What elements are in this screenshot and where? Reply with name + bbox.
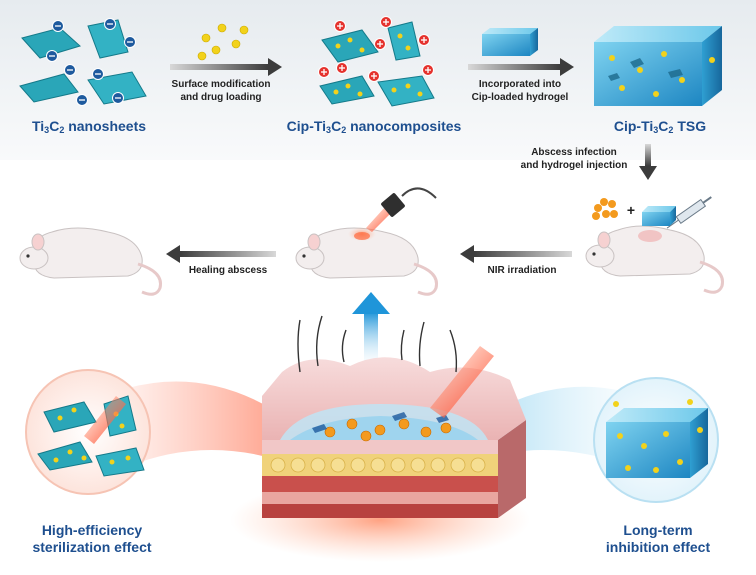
- label-long-term-inhibition: Long-term inhibition effect: [605, 522, 711, 555]
- cip-ti3c2-tsg-hydrogel-illustration: [594, 26, 722, 106]
- left-zoom-circle: [25, 369, 151, 495]
- label-ti3c2-nanosheets: Ti3C2 nanosheets: [31, 118, 147, 135]
- ti3c2-nanosheets-illustration: [19, 18, 147, 106]
- arrow-step-1: [170, 58, 282, 76]
- right-zoom-circle: [593, 377, 719, 503]
- laser-beam: [430, 346, 494, 418]
- skin-tissue-block: [262, 315, 526, 518]
- label-step-nir-irradiation: NIR irradiation: [487, 265, 557, 276]
- arrow-step-5: [166, 245, 276, 263]
- upward-arrow: [352, 292, 390, 362]
- label-step-incorporated: Incorporated into Cip-loaded hydrogel: [471, 79, 569, 103]
- arrow-step-4: [460, 245, 572, 263]
- mouse-healed: [19, 227, 163, 296]
- label-step-surface-modification: Surface modification and drug loading: [171, 79, 271, 103]
- mouse-abscess-injection: [585, 196, 725, 294]
- label-cip-ti3c2-tsg: Cip-Ti3C2 TSG: [613, 118, 707, 135]
- arrow-step-2: [468, 58, 574, 76]
- plus-sign: +: [626, 202, 636, 218]
- cip-ti3c2-nanocomposites-illustration: [318, 16, 435, 107]
- label-step-abscess-injection: Abscess infection and hydrogel injection: [520, 147, 628, 171]
- arrow-step-3: [639, 144, 657, 180]
- label-cip-ti3c2-nanocomposites: Cip-Ti3C2 nanocomposites: [286, 118, 462, 135]
- mouse-nir-irradiation: [295, 187, 439, 296]
- label-high-efficiency-sterilization: High-efficiency sterilization effect: [32, 522, 152, 555]
- cip-drug-particles: [197, 23, 249, 61]
- label-step-healing-abscess: Healing abscess: [188, 265, 268, 276]
- small-hydrogel-block: [482, 28, 538, 56]
